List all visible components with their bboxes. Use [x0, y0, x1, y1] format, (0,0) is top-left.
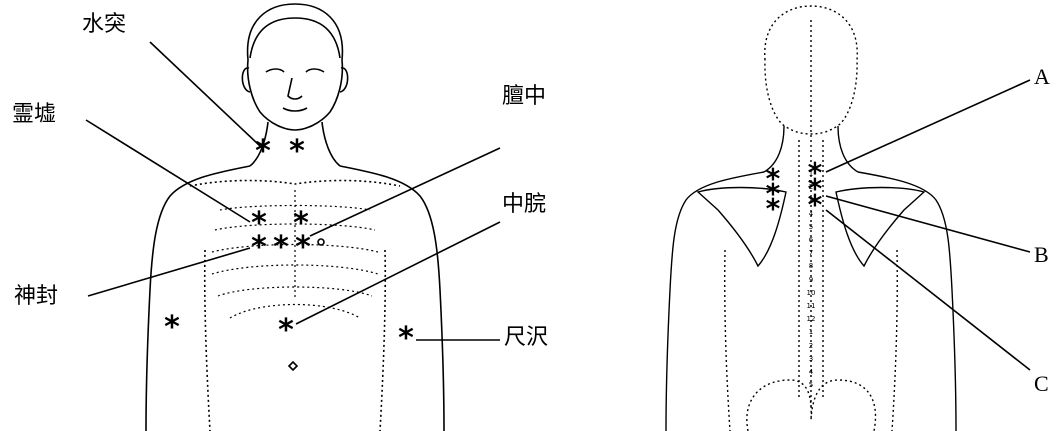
shinpu-point-3: *: [295, 230, 311, 265]
chukan-leader: [296, 222, 500, 324]
leader-b: [826, 196, 1030, 252]
vertebra-number: 4: [803, 210, 819, 218]
front-nose: [288, 78, 302, 99]
vertebra-number: 5: [803, 223, 819, 231]
front-nipple-marker: [318, 239, 324, 245]
vertebra-number: 2: [803, 183, 819, 191]
vertebra-number: 9: [803, 276, 819, 284]
vertebra-number: 7: [803, 249, 819, 257]
front-leader-lines: [86, 42, 500, 340]
leader-a: [826, 80, 1030, 172]
shinpu-leader: [88, 248, 250, 296]
label-shinpu: 神封: [14, 286, 58, 308]
vertebra-number: 8: [803, 262, 819, 270]
front-acupoint-markers: * * * * * * * * * *: [164, 134, 414, 356]
back-leader-lines: [826, 80, 1030, 370]
front-left-eye: [266, 69, 284, 72]
front-right-torso-side: [380, 250, 385, 431]
vertebra-number: 3: [803, 196, 819, 204]
danchu-leader: [310, 148, 500, 236]
front-mouth: [283, 108, 307, 111]
suitotsu-point-left: *: [255, 134, 271, 169]
vertebra-number: 4: [803, 368, 819, 376]
back-torso-outline-left: [666, 172, 764, 431]
label-shakutaku: 尺沢: [504, 327, 548, 349]
shinpu-point-2: *: [273, 230, 289, 265]
back-right-scapula: [836, 188, 924, 267]
front-left-torso-side: [205, 250, 210, 431]
vertebra-number: 1: [803, 328, 819, 336]
front-torso-outline: [146, 166, 250, 431]
shakutaku-point-left: *: [164, 310, 180, 345]
vertebra-number: 10: [803, 289, 819, 297]
back-right-torso-side: [892, 250, 897, 431]
chukan-point: *: [278, 313, 294, 348]
suitotsu-point-right: *: [289, 134, 305, 169]
shinpu-point-1: *: [251, 230, 267, 265]
shakutaku-point-right: *: [398, 321, 414, 356]
vertebra-number: 5: [803, 381, 819, 389]
vertebra-number: 12: [803, 315, 819, 323]
front-neck-right: [322, 122, 340, 166]
vertebra-number: 2: [803, 342, 819, 350]
label-a: A: [1034, 66, 1050, 88]
label-reikyo: 霊墟: [12, 104, 56, 126]
label-c: C: [1034, 373, 1049, 395]
vertebra-number: 11: [803, 302, 819, 310]
label-b: B: [1034, 244, 1049, 266]
front-right-eye: [306, 69, 324, 72]
vertebra-number: 6: [803, 236, 819, 244]
suitotsu-leader: [150, 42, 260, 146]
back-point-left-3: *: [766, 192, 781, 225]
back-left-torso-side: [725, 250, 730, 431]
label-danchu: 膻中: [502, 86, 546, 108]
label-chukan: 中脘: [502, 194, 546, 216]
front-navel: [289, 362, 297, 370]
leader-c: [826, 210, 1030, 370]
front-torso-outline-right: [340, 166, 444, 431]
front-hair-outline: [250, 18, 340, 58]
back-torso-outline-right: [858, 172, 956, 431]
vertebra-number: 1: [803, 170, 819, 178]
vertebra-number: 3: [803, 355, 819, 363]
label-suitotsu: 水突: [82, 14, 126, 36]
front-clavicle: [190, 181, 400, 187]
